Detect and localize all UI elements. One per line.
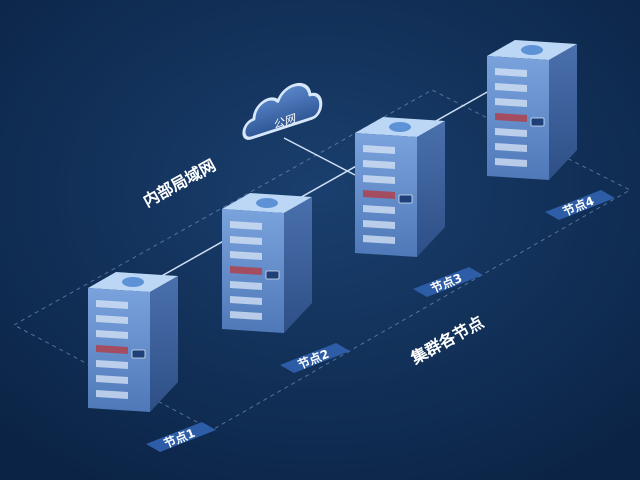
node-tag-background	[545, 190, 615, 220]
drive-slot	[230, 281, 262, 290]
drive-slot	[495, 128, 527, 137]
drive-slot	[495, 83, 527, 92]
server-top-light	[389, 122, 411, 132]
server-badge	[131, 349, 146, 359]
drive-slot	[230, 266, 262, 275]
server-node-4: 节点4	[487, 40, 615, 220]
drive-slot	[363, 205, 395, 214]
drive-slot	[230, 236, 262, 245]
drive-slot	[495, 113, 527, 122]
server-side	[417, 121, 445, 257]
drive-slot	[230, 251, 262, 260]
server-top-light	[521, 45, 543, 55]
drive-slot	[495, 143, 527, 152]
drive-slot	[96, 345, 128, 354]
server-node-2: 节点2	[222, 193, 350, 373]
drive-slot	[96, 375, 128, 384]
drive-slot	[363, 190, 395, 199]
drive-slot	[96, 315, 128, 324]
server-top-light	[256, 198, 278, 208]
server-node-1: 节点1	[88, 272, 216, 452]
drive-slot	[230, 296, 262, 305]
server-side	[284, 197, 312, 333]
drive-slot	[495, 158, 527, 167]
drive-slot	[230, 311, 262, 320]
server-top-light	[122, 277, 144, 287]
node-tag-background	[413, 267, 483, 297]
drive-slot	[363, 235, 395, 244]
server-badge	[398, 194, 413, 204]
drive-slot	[96, 390, 128, 399]
drive-slot	[96, 330, 128, 339]
drive-slot	[96, 300, 128, 309]
drive-slot	[495, 68, 527, 77]
cloud-icon: 公网	[242, 82, 323, 140]
server-side	[150, 276, 178, 412]
node-tag-background	[146, 422, 216, 452]
lan-backbone-line	[127, 64, 536, 296]
server-node-3: 节点3	[355, 117, 483, 297]
drive-slot	[363, 220, 395, 229]
node-tag-background	[280, 343, 350, 373]
server-badge	[265, 270, 280, 280]
drive-slot	[230, 221, 262, 230]
drive-slot	[96, 360, 128, 369]
drive-slot	[363, 175, 395, 184]
drive-slot	[363, 160, 395, 169]
drive-slot	[363, 145, 395, 154]
server-badge	[530, 117, 545, 127]
server-side	[549, 44, 577, 180]
internet-uplink-line	[283, 137, 356, 176]
drive-slot	[495, 98, 527, 107]
